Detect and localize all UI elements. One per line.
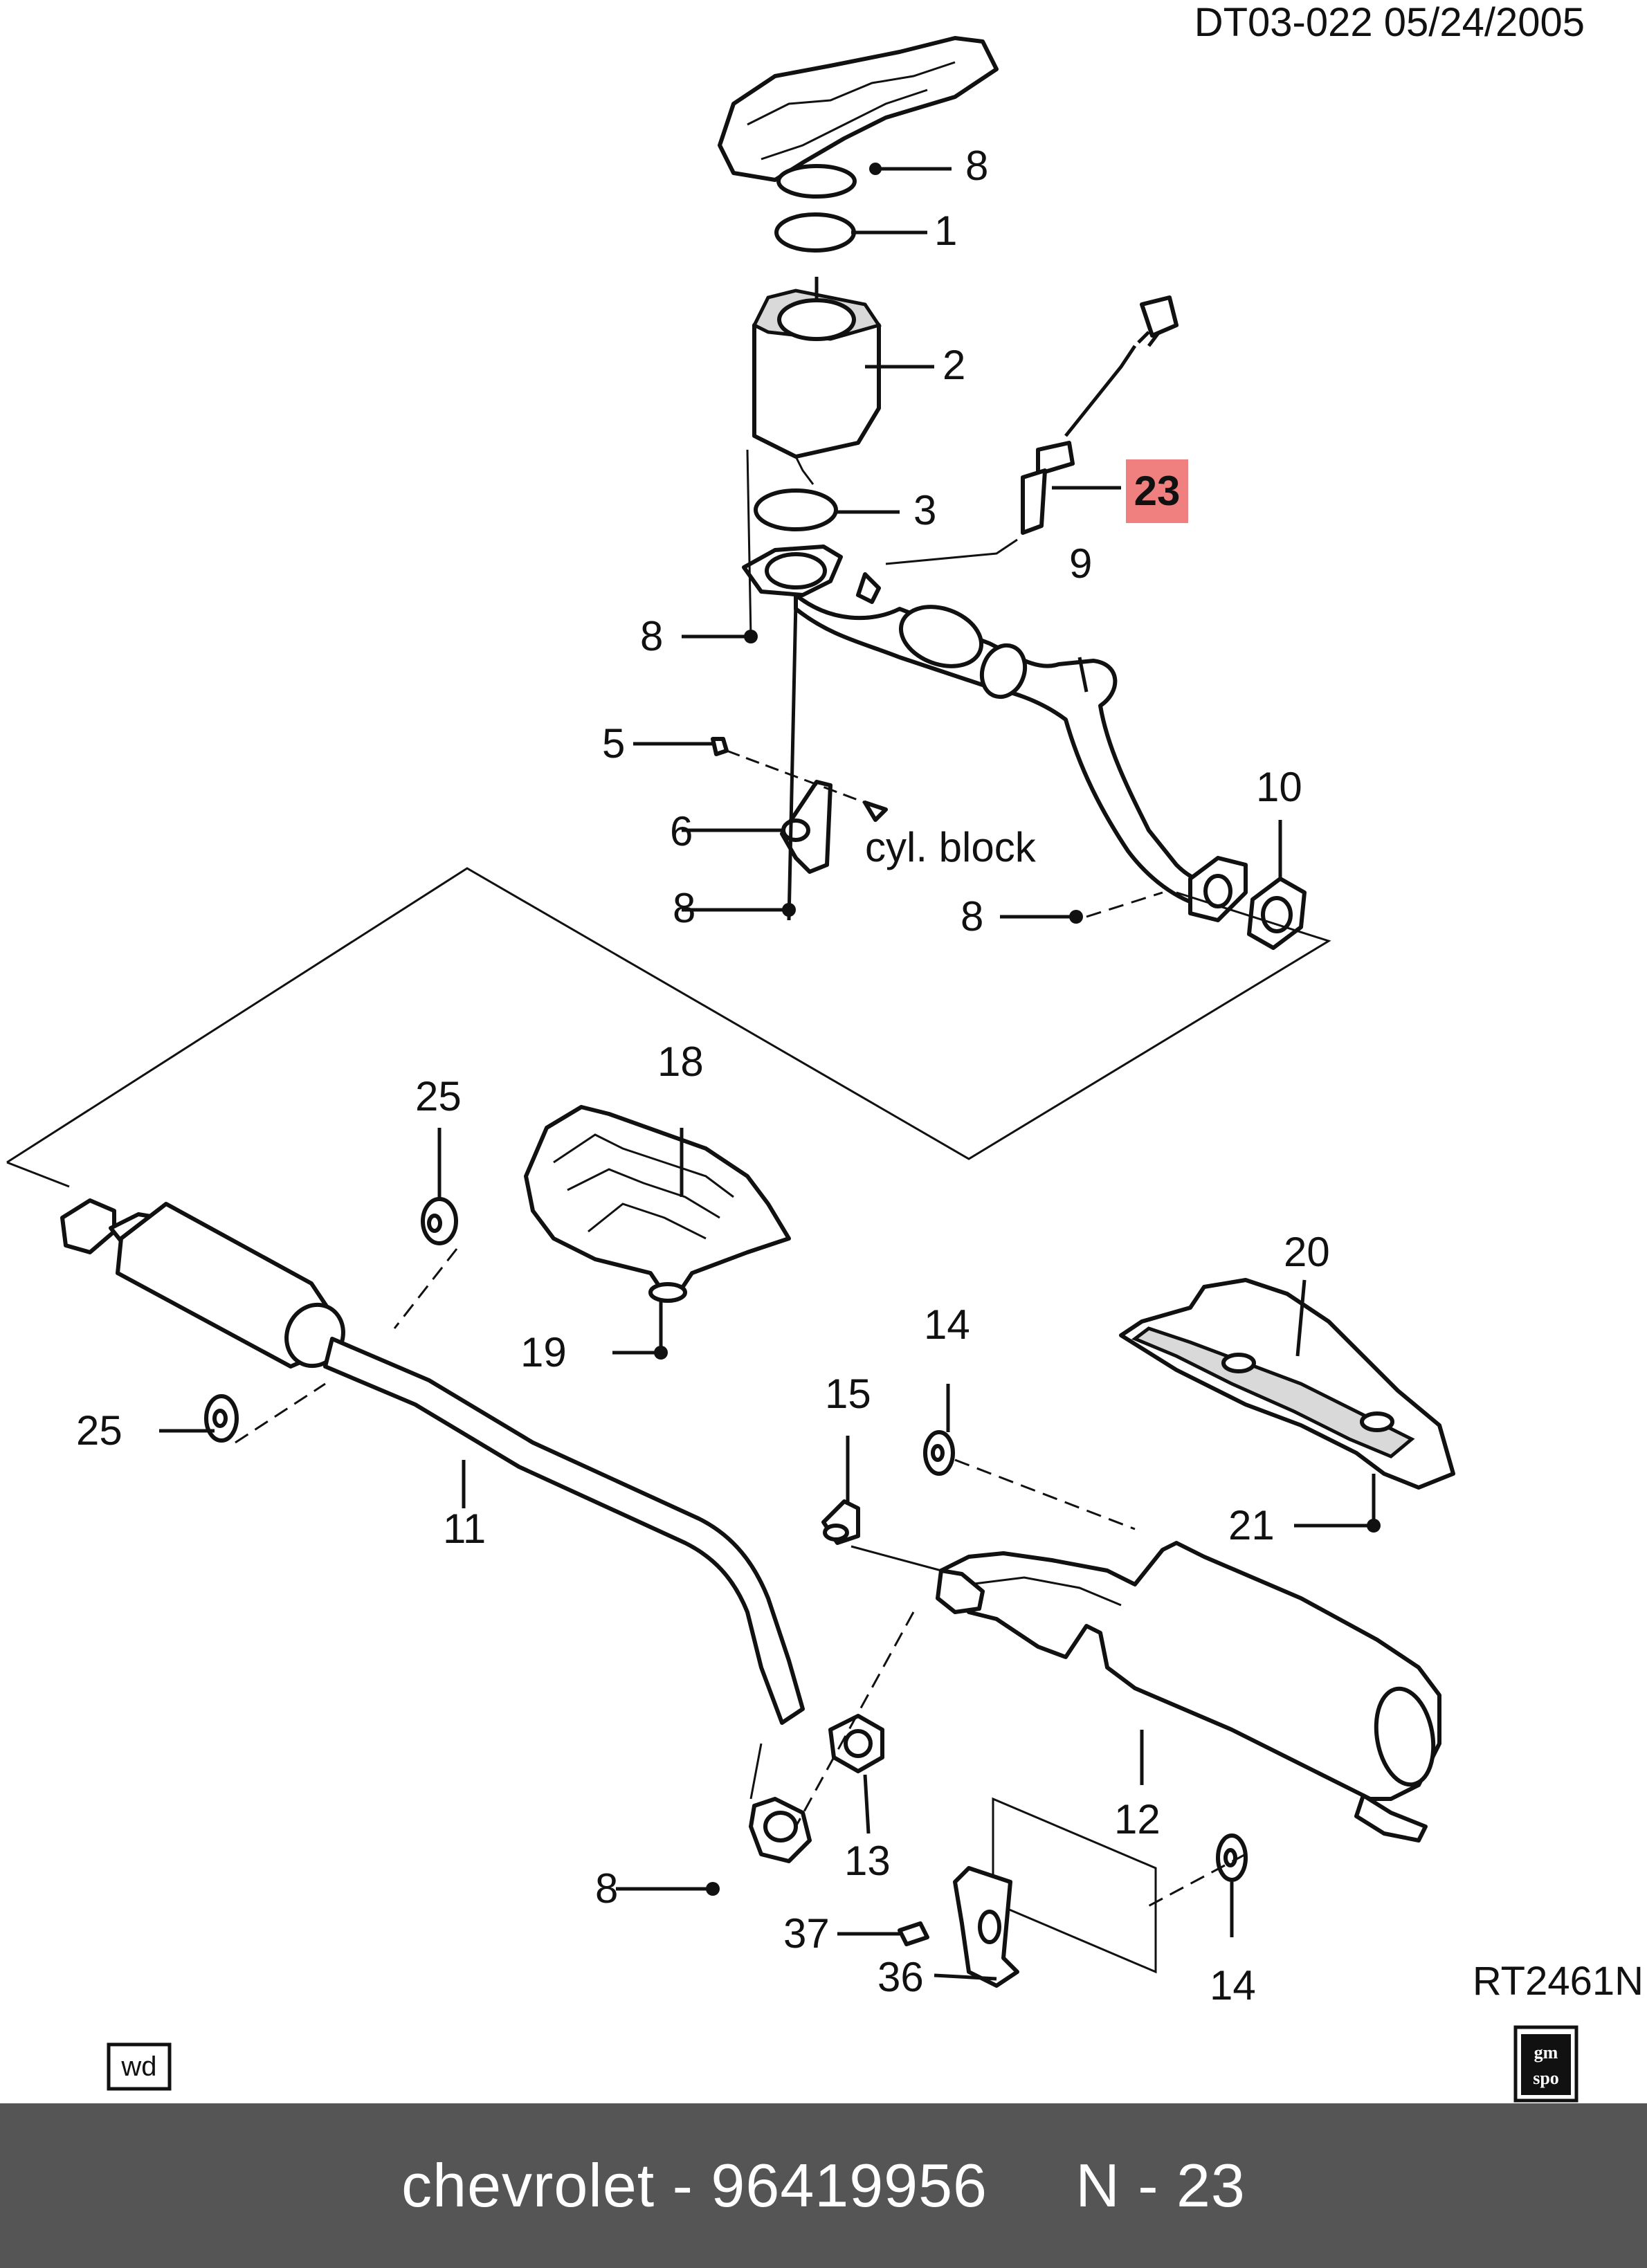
label-9: 9: [1069, 540, 1092, 587]
leaders-upper: [682, 163, 1282, 924]
wd-badge: [107, 2042, 172, 2091]
label-18: 18: [657, 1039, 704, 1085]
catalytic-converter: [752, 277, 882, 485]
label-8-flange: 8: [640, 613, 663, 659]
label-5: 5: [602, 720, 625, 767]
label-2: 2: [943, 342, 965, 388]
highlight-23: [1126, 459, 1188, 523]
reference-code: RT2461N: [1473, 1959, 1644, 2004]
rear-muffler: [936, 1541, 1441, 1842]
label-10: 10: [1256, 764, 1302, 810]
oxygen-sensor: [885, 295, 1179, 565]
label-8-upper: 8: [965, 143, 988, 189]
label-11: 11: [443, 1506, 486, 1552]
label-8-rear-flange: 8: [961, 893, 983, 940]
gasket-10-hole: [1261, 896, 1293, 933]
flange-hole: [1203, 874, 1232, 908]
heat-shield-18: [524, 1105, 791, 1303]
gasket-3: [754, 488, 838, 531]
label-1: 1: [934, 208, 957, 254]
label-20: 20: [1284, 1229, 1330, 1275]
label-23[interactable]: 23: [1134, 468, 1181, 514]
exhaust-system-diagram: DT03-022 05/24/2005: [6, 0, 1644, 2103]
leader-line: [746, 449, 752, 637]
label-25-lower: 25: [76, 1407, 122, 1454]
label-19: 19: [520, 1329, 567, 1375]
bracket-36: [953, 1797, 1157, 1988]
wd-badge-text: wd: [120, 2051, 156, 2082]
label-12: 12: [1114, 1796, 1161, 1842]
label-14-upper: 14: [924, 1301, 970, 1348]
heat-shield-20: [1119, 1278, 1455, 1490]
label-21: 21: [1228, 1502, 1275, 1548]
flange-opening: [765, 552, 827, 589]
bracket-hole: [781, 819, 810, 842]
hanger-15: [821, 1499, 942, 1572]
gasket-1: [774, 212, 856, 253]
footer-bar: chevrolet - 96419956 N - 23: [0, 2103, 1647, 2268]
label-37: 37: [783, 1910, 830, 1957]
cyl-block-note: cyl. block: [865, 824, 1037, 870]
label-13: 13: [844, 1838, 891, 1884]
exploded-frame-edge: [6, 1161, 70, 1188]
bolt-37: [898, 1921, 929, 1946]
hanger-25-lower: [204, 1394, 239, 1443]
exploded-frame-outline: [6, 867, 1331, 1164]
bolt-5: [633, 737, 888, 822]
label-15: 15: [825, 1371, 871, 1417]
label-6: 6: [670, 808, 693, 854]
label-36: 36: [877, 1954, 924, 2000]
logo-text-bottom: spo: [1533, 2068, 1559, 2088]
gm-spo-logo: gm spo: [1513, 2025, 1578, 2103]
label-8-bracket: 8: [673, 885, 695, 931]
hanger-14-upper: [923, 1430, 955, 1476]
document-code: DT03-022 05/24/2005: [1194, 0, 1585, 45]
footer-part-info: chevrolet - 96419956 N - 23: [401, 2151, 1246, 2220]
exhaust-manifold: [718, 36, 999, 199]
label-3: 3: [913, 487, 936, 533]
hanger-25-upper: [421, 1197, 458, 1245]
gasket-13: [828, 1714, 884, 1773]
label-25-upper: 25: [415, 1073, 462, 1119]
hanger-14-lower: [1216, 1833, 1248, 1882]
label-8-lower: 8: [595, 1865, 618, 1912]
intermediate-pipe-muffler: [60, 1198, 812, 1863]
leaders-lower: [159, 1128, 1381, 1981]
stud-rod: [787, 601, 798, 921]
logo-text-top: gm: [1534, 2042, 1558, 2063]
label-14-lower: 14: [1210, 1962, 1256, 2009]
